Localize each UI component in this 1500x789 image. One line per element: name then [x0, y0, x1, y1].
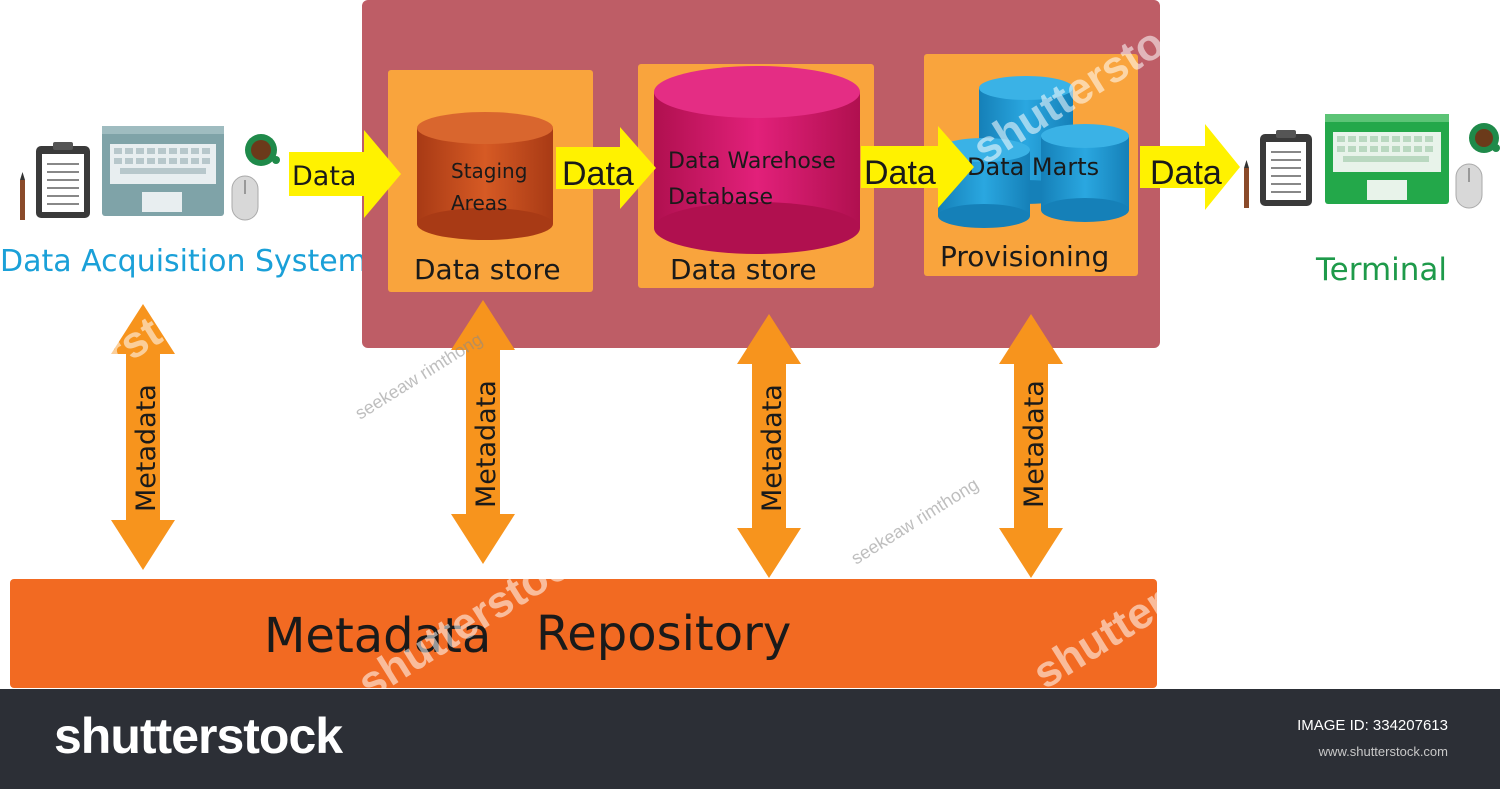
- metadata-arrow-label-1: Metadata: [131, 384, 162, 512]
- site-url-text[interactable]: www.shutterstock.com: [1318, 744, 1448, 759]
- data-flow-label-4: Data: [1150, 154, 1222, 192]
- laptop-icon: [1325, 114, 1449, 204]
- clipboard-icon: [36, 142, 90, 218]
- repository-word-2: Repository: [536, 606, 791, 662]
- data-flow-arrow-1: Data: [289, 130, 401, 218]
- repository-word-1: Metadata: [264, 608, 491, 664]
- data-flow-label-1: Data: [292, 161, 356, 192]
- data-flow-arrow-3: Data: [861, 126, 974, 208]
- footer-bar: shutterstock IMAGE ID: 334207613 www.shu…: [0, 689, 1500, 789]
- core-cylinder: [654, 66, 860, 254]
- metadata-arrow-3: Metadata: [737, 314, 801, 578]
- core-caption: Data store: [670, 253, 817, 286]
- core-panel: Data Warehose Database Data store: [638, 64, 874, 288]
- coffee-cup-icon: [1469, 123, 1500, 153]
- staging-panel: Staging Areas Data store: [388, 70, 593, 292]
- metadata-arrow-label-3: Metadata: [757, 384, 788, 512]
- metadata-arrow-label-2: Metadata: [471, 380, 502, 508]
- data-flow-arrow-4: Data: [1140, 124, 1240, 210]
- data-flow-arrow-2: Data: [556, 127, 656, 209]
- pencil-icon: [1244, 160, 1249, 208]
- laptop-icon: [102, 126, 224, 216]
- marts-caption: Provisioning: [940, 240, 1109, 273]
- core-label-line1: Data Warehose: [668, 149, 836, 174]
- terminal-workstation: [1244, 114, 1500, 209]
- watermark-brand-5: shutterstock: [0, 267, 235, 449]
- staging-label-line2: Areas: [451, 191, 507, 215]
- source-label: Data Acquisition System: [0, 244, 367, 279]
- staging-caption: Data store: [414, 253, 561, 286]
- data-flow-label-2: Data: [562, 155, 634, 193]
- data-flow-label-3: Data: [864, 154, 936, 192]
- mart-cylinder-right: [1041, 124, 1129, 222]
- marts-label: Data Marts: [967, 153, 1099, 181]
- staging-label-line1: Staging: [451, 159, 527, 183]
- mouse-icon: [231, 175, 259, 221]
- core-label-line2: Database: [668, 185, 773, 210]
- metadata-arrow-label-4: Metadata: [1019, 380, 1050, 508]
- watermark-contributor-2: seekeaw rimthong: [848, 474, 982, 568]
- source-workstation: [20, 126, 280, 221]
- pencil-icon: [20, 172, 25, 220]
- metadata-arrow-4: Metadata: [999, 314, 1063, 578]
- mouse-icon: [1455, 163, 1483, 209]
- footer-logo[interactable]: shutterstock: [54, 708, 343, 764]
- coffee-cup-icon: [245, 134, 280, 166]
- clipboard-icon: [1260, 130, 1312, 206]
- staging-cylinder: [417, 112, 553, 240]
- metadata-repository-bar: [10, 579, 1157, 688]
- watermark-brand-4: shutterstock: [1299, 267, 1500, 449]
- metadata-arrow-1: Metadata: [111, 304, 175, 570]
- image-id-text: IMAGE ID: 334207613: [1297, 717, 1448, 734]
- metadata-arrow-2: Metadata: [451, 300, 515, 564]
- terminal-label: Terminal: [1315, 252, 1447, 288]
